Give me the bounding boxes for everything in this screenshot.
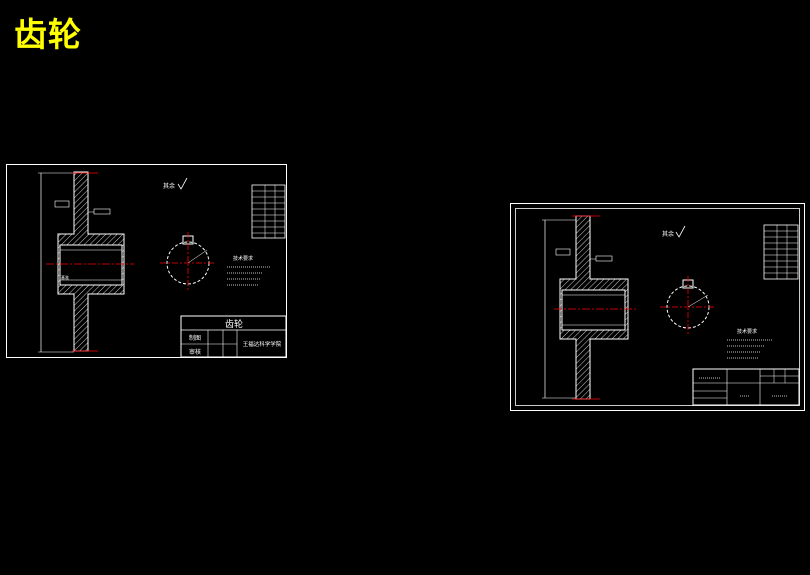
- base-label: 基准: [61, 274, 69, 280]
- gear-parameter-table: [763, 224, 799, 280]
- notes-lines: [227, 266, 271, 286]
- drawing-left-canvas: 基准 其余 技术要求: [6, 164, 287, 358]
- title-block-school: 王福达科学学院: [243, 340, 282, 348]
- drawing-sheet-left[interactable]: 基准 其余 技术要求: [6, 164, 288, 359]
- title-block-checker: 审核: [189, 348, 201, 356]
- inner-frame: [515, 208, 800, 406]
- notes-lines: [727, 339, 773, 359]
- keyway-view: [660, 276, 716, 336]
- roughness-symbol: [177, 177, 188, 190]
- page-title: 齿轮: [14, 15, 82, 54]
- notes-heading: 技术要求: [233, 255, 253, 262]
- surface-finish-label: 其余: [662, 230, 674, 238]
- gear-parameter-table: [251, 184, 286, 239]
- gear-section: [559, 215, 629, 400]
- title-block-designer: 制图: [189, 334, 201, 342]
- notes-heading: 技术要求: [737, 328, 757, 335]
- sheet-border: [6, 164, 287, 358]
- bore: [59, 244, 123, 286]
- bore: [561, 289, 626, 331]
- title-block: [692, 368, 800, 406]
- gear-section: [57, 171, 125, 352]
- roughness-symbol: [675, 225, 686, 238]
- surface-finish-label: 其余: [163, 182, 175, 190]
- sheet-border: [510, 203, 805, 411]
- drawing-sheet-right[interactable]: 其余 技术要求: [510, 203, 806, 412]
- title-block: 齿轮 制图 审核 王福达科学学院: [180, 315, 287, 358]
- drawing-right-canvas: 其余 技术要求: [510, 203, 805, 411]
- title-block-part-name: 齿轮: [225, 318, 243, 330]
- keyway-view: [160, 232, 216, 292]
